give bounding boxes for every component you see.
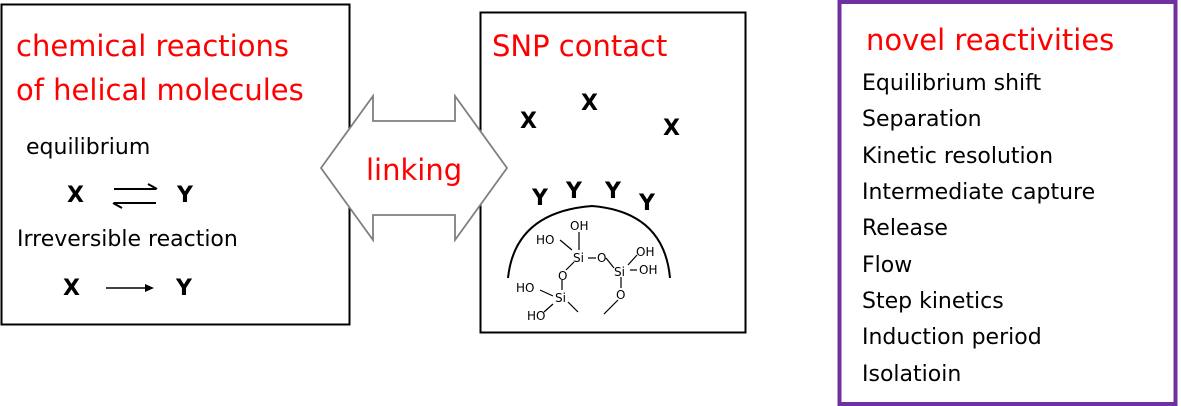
bound-molecule-y-2: Y	[565, 179, 583, 204]
silanol-oh-2: OH	[636, 245, 654, 259]
left-box-title-line2: of helical molecules	[16, 73, 304, 107]
silanol-si-3: Si	[555, 291, 566, 305]
bound-molecule-y-1: Y	[531, 186, 549, 211]
linking-double-arrow: linking	[319, 93, 509, 243]
reactivity-item-8: Induction period	[862, 325, 1042, 350]
silanol-oh-3: OH	[639, 263, 657, 277]
silanol-structure: OH HO Si O Si OH OH O HO Si HO O	[516, 219, 657, 323]
silanol-o-3: O	[558, 269, 567, 283]
irreversible-product: Y	[175, 276, 193, 301]
equilibrium-product: Y	[176, 183, 194, 208]
middle-box-title: SNP contact	[492, 29, 667, 63]
reactivity-item-3: Kinetic resolution	[862, 144, 1053, 169]
reactivity-item-2: Separation	[862, 107, 982, 132]
silanol-o-1: O	[597, 251, 606, 265]
free-molecule-x-3: X	[663, 116, 680, 141]
irreversible-reactant: X	[63, 276, 80, 301]
middle-box-frame	[479, 11, 747, 334]
equilibrium-label: equilibrium	[26, 135, 150, 160]
free-molecule-x-2: X	[581, 91, 598, 116]
reactivity-item-6: Flow	[862, 253, 912, 278]
left-box-frame	[0, 3, 351, 326]
reactivity-item-9: Isolatioin	[862, 362, 961, 387]
equilibrium-arrows-icon	[112, 183, 158, 209]
reactivity-item-5: Release	[862, 216, 948, 241]
reactivity-item-1: Equilibrium shift	[862, 71, 1042, 96]
silica-surface-arc	[507, 204, 671, 279]
reactivity-item-7: Step kinetics	[862, 289, 1004, 314]
silanol-ho-2: HO	[516, 281, 534, 295]
left-box-title-line1: chemical reactions	[16, 29, 289, 63]
silanol-o-2: O	[616, 288, 625, 302]
silanol-si-1: Si	[573, 251, 584, 265]
reactivity-item-4: Intermediate capture	[862, 180, 1095, 205]
silanol-si-2: Si	[614, 265, 625, 279]
left-box: chemical reactions of helical molecules …	[0, 3, 351, 326]
silanol-ho-3: HO	[527, 309, 545, 323]
right-box-frame	[837, 0, 1178, 406]
bound-molecule-y-4: Y	[638, 191, 656, 216]
double-arrow-icon	[319, 93, 509, 243]
right-box-title: novel reactivities	[866, 23, 1114, 57]
linking-label: linking	[366, 153, 462, 187]
middle-box: SNP contact X X X Y Y Y Y OH HO Si	[479, 11, 747, 334]
irreversible-arrow-icon	[106, 284, 154, 292]
bound-molecule-y-3: Y	[604, 179, 622, 204]
right-box: novel reactivities Equilibrium shift Sep…	[837, 0, 1178, 406]
equilibrium-reactant: X	[67, 183, 84, 208]
free-molecule-x-1: X	[520, 109, 537, 134]
silanol-ho-1: HO	[536, 233, 554, 247]
silanol-oh-1: OH	[570, 219, 588, 233]
irreversible-label: Irreversible reaction	[17, 227, 238, 252]
